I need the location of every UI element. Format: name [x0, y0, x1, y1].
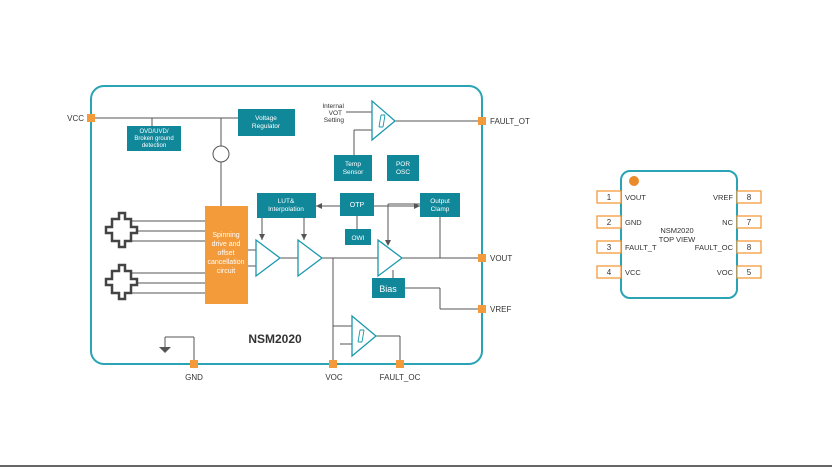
package-pin-boxes — [596, 190, 762, 279]
temp-sensor-block — [334, 155, 372, 181]
por-osc-line-1: POR — [396, 161, 410, 168]
internal-vot-line-2: VOT — [329, 110, 342, 117]
chip-outline — [90, 85, 483, 365]
spinning-drive-block — [205, 206, 248, 304]
pin-fault-oc-label: FAULT_OC — [380, 373, 421, 382]
hysteresis-icon — [357, 329, 365, 343]
regulator-line-1: Voltage — [255, 115, 277, 122]
package-pin-8a-box — [736, 190, 762, 204]
package-pin-3-label: FAULT_T — [625, 243, 657, 252]
otp-label: OTP — [350, 202, 365, 209]
amplifier-1-icon — [255, 238, 282, 278]
package-pin-2-number: 2 — [607, 218, 612, 227]
ovd-line-3: detection — [142, 143, 166, 149]
pin-vref-label: VREF — [490, 305, 511, 314]
package-pin-1-number: 1 — [607, 193, 612, 202]
pin-vcc-label: VCC — [67, 114, 84, 123]
internal-vot-line-1: Internal — [322, 103, 344, 110]
pin-vout-marker — [478, 254, 486, 262]
spinning-line-5: circuit — [217, 268, 235, 275]
otp-block — [340, 193, 374, 216]
internal-vot-line-3: Setting — [324, 117, 345, 124]
current-source-circle — [212, 145, 230, 163]
lut-line-1: LUT& — [278, 198, 295, 205]
por-osc-line-2: OSC — [396, 169, 410, 176]
pin-fault-ot-label: FAULT_OT — [490, 117, 530, 126]
lut-arrow-2 — [301, 234, 307, 240]
package-pin-1-box — [596, 190, 622, 204]
voltage-regulator-block — [238, 109, 295, 136]
wires — [91, 111, 482, 364]
package-pin-2-label: GND — [625, 218, 642, 227]
package-pin-3-box — [596, 240, 622, 254]
temp-sensor-line-1: Temp — [345, 161, 361, 168]
output-clamp-line-1: Output — [430, 198, 450, 205]
package-pin-5-label: VOC — [717, 268, 734, 277]
temp-sensor-line-2: Sensor — [343, 169, 364, 176]
ovd-block — [127, 126, 181, 151]
amplifier-2-icon — [297, 238, 324, 278]
package-name: NSM2020 — [660, 226, 693, 235]
pin-voc-marker — [329, 360, 337, 368]
output-clamp-line-2: Clamp — [431, 206, 450, 213]
pin1-dot — [629, 176, 639, 186]
output-buffer-icon — [377, 238, 404, 278]
hall-element-icon — [104, 263, 139, 301]
package-pin-1-label: VOUT — [625, 193, 646, 202]
amplifiers — [255, 99, 404, 358]
pin-vout-label: VOUT — [490, 254, 512, 263]
spinning-line-4: cancellation — [208, 259, 245, 266]
package-pin-2-box — [596, 215, 622, 229]
pin-voc-label: VOC — [325, 373, 343, 382]
lut-line-2: Interpolation — [268, 206, 304, 213]
package-pin-3-number: 3 — [607, 243, 612, 252]
pin-gnd-marker — [190, 360, 198, 368]
package-pin-8a-label: VREF — [713, 193, 733, 202]
package-pin-5-box — [736, 265, 762, 279]
spinning-line-2: drive and — [212, 241, 241, 248]
hall-element-icon — [104, 211, 139, 249]
package-pin-7-label: NC — [722, 218, 733, 227]
spinning-line-3: offset — [218, 250, 235, 257]
output-clamp-block — [420, 193, 460, 217]
pin-gnd-label: GND — [185, 373, 203, 382]
comparator-oc-icon — [351, 314, 378, 358]
pin-markers — [87, 114, 486, 368]
ovd-line-2: Broken ground — [134, 136, 173, 142]
bias-block — [372, 278, 405, 298]
owi-label: OWI — [352, 235, 365, 242]
bias-label: Bias — [379, 284, 397, 294]
package-pin-4-box — [596, 265, 622, 279]
spinning-line-1: Spinning — [212, 232, 239, 239]
pin-fault-ot-marker — [478, 117, 486, 125]
owi-block — [345, 229, 371, 245]
por-osc-block — [387, 155, 419, 181]
package-pin-8b-label: FAULT_OC — [695, 243, 734, 252]
regulator-line-2: Regulator — [252, 123, 281, 130]
pin-fault-oc-marker — [396, 360, 404, 368]
gnd-arrow — [159, 347, 171, 353]
hysteresis-icon — [378, 114, 386, 128]
package-pin-8b-number: 8 — [747, 243, 752, 252]
package-pin-4-number: 4 — [607, 268, 612, 277]
clamp-arrow — [385, 240, 391, 246]
package-pin-7-number: 7 — [747, 218, 752, 227]
chip-name: NSM2020 — [248, 332, 302, 346]
pin-vcc-marker — [87, 114, 95, 122]
package-view: TOP VIEW — [659, 235, 696, 244]
lut-arrow-1 — [259, 234, 265, 240]
package-pin-5-number: 5 — [747, 268, 752, 277]
otp-arrow-right — [414, 203, 420, 209]
lut-block — [257, 193, 316, 218]
package-outline — [620, 170, 738, 299]
package-pin-4-label: VCC — [625, 268, 641, 277]
comparator-ot-icon — [371, 99, 397, 142]
package-pin-8a-number: 8 — [747, 193, 752, 202]
package-pin-8b-box — [736, 240, 762, 254]
ovd-line-1: OVD/UVD/ — [139, 129, 168, 135]
pin-vref-marker — [478, 305, 486, 313]
otp-arrow-left — [316, 203, 322, 209]
package-pin-7-box — [736, 215, 762, 229]
